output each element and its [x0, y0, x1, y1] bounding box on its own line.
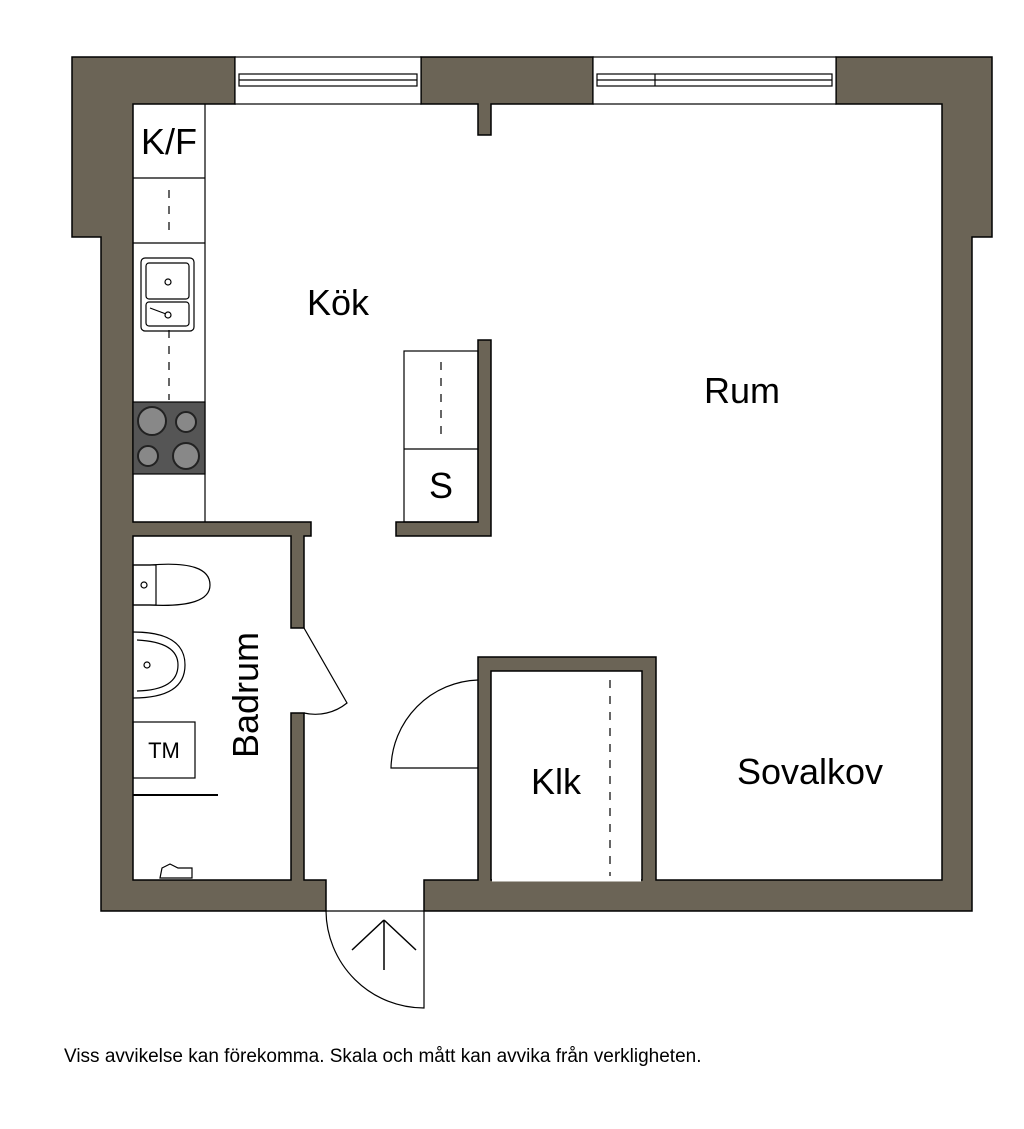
room-label-klk: Klk [531, 761, 582, 802]
fridge-freezer-label: K/F [141, 121, 197, 162]
storage-label: S [429, 465, 453, 506]
stove [132, 401, 206, 475]
toilet [133, 563, 211, 606]
island-cabinets [403, 350, 479, 523]
sink [140, 257, 195, 332]
room-label-kok: Kök [307, 282, 370, 323]
drain [159, 863, 193, 879]
left-corner-wall [71, 56, 327, 912]
bathroom-fixtures [132, 563, 218, 879]
washer-label: TM [148, 738, 180, 763]
washbasin [132, 631, 186, 699]
doors [303, 627, 611, 1009]
washing-machine [132, 721, 196, 779]
top-middle-wall [420, 56, 594, 136]
floor-plan: K/F Kök Rum S Badrum TM Klk Sovalkov [71, 56, 993, 1009]
closet-door [390, 679, 479, 769]
entrance-arrow-icon [351, 919, 417, 970]
disclaimer-text: Viss avvikelse kan förekomma. Skala och … [64, 1046, 702, 1067]
room-label-sovalkov: Sovalkov [737, 751, 883, 792]
bathroom-door [303, 627, 348, 715]
kitchen-island-wall [395, 339, 492, 537]
room-label-rum: Rum [704, 370, 780, 411]
windows [234, 56, 837, 105]
room-label-badrum: Badrum [225, 632, 266, 758]
entrance-door [325, 910, 425, 1009]
